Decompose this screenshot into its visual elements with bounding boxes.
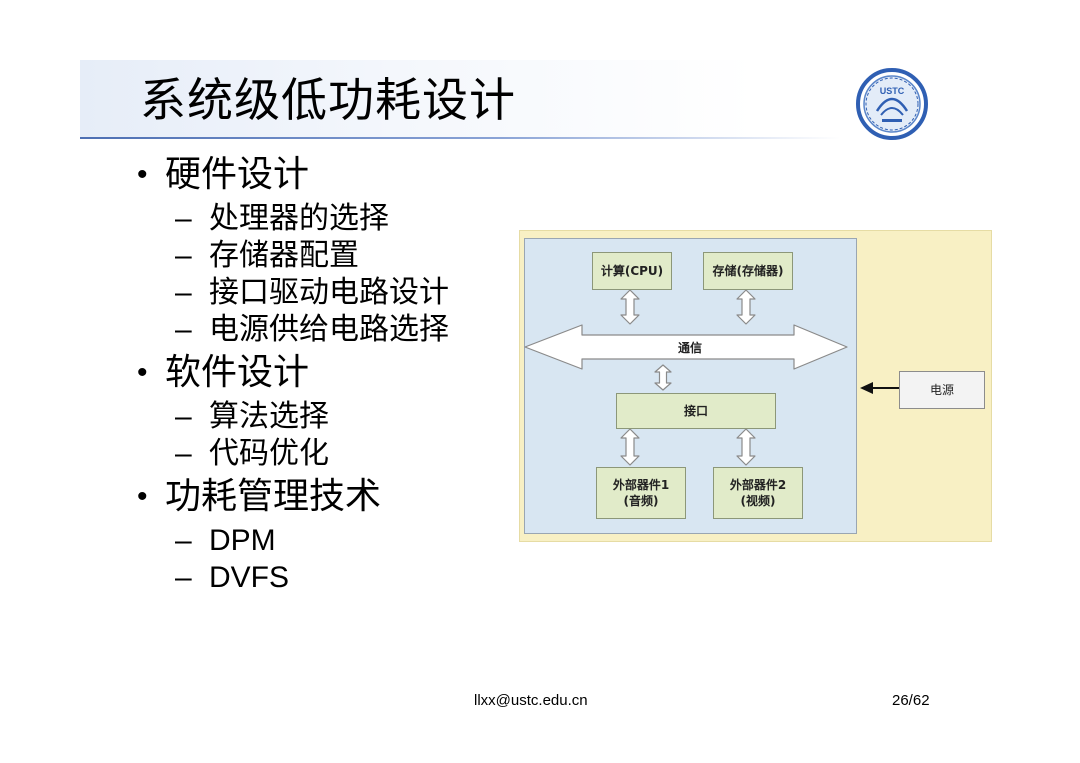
device1-box: 外部器件1 (音频) — [596, 467, 686, 519]
comm-label: 通信 — [677, 341, 702, 355]
comm-interface-arrow — [654, 364, 672, 391]
page-number: 26/62 — [892, 692, 930, 709]
system-diagram: 计算(CPU) 存储(存储器) 通信 接口 外部器件1 (音频) 外部器件2 (… — [519, 230, 992, 542]
footer-email: llxx@ustc.edu.cn — [474, 692, 588, 709]
communication-bus-arrow — [524, 324, 848, 370]
list-item: –存储器配置 — [175, 238, 359, 273]
list-item: –代码优化 — [175, 436, 329, 471]
title-band — [80, 60, 980, 138]
logo-text: USTC — [880, 86, 905, 96]
list-item: –算法选择 — [175, 399, 329, 434]
list-item: –处理器的选择 — [175, 201, 389, 236]
interface-box: 接口 — [616, 393, 776, 429]
cpu-comm-arrow — [620, 289, 640, 325]
power-arrow — [860, 382, 899, 394]
device2-box: 外部器件2 (视频) — [713, 467, 803, 519]
cpu-box: 计算(CPU) — [592, 252, 672, 290]
diagram-arrows — [524, 289, 899, 466]
title-underline — [80, 137, 840, 139]
storage-box: 存储(存储器) — [703, 252, 793, 290]
list-item: –DVFS — [175, 561, 290, 594]
interface-device1-arrow — [620, 428, 640, 466]
list-item: –DPM — [175, 524, 276, 557]
section-heading: •功耗管理技术 — [137, 476, 382, 517]
section-heading: •软件设计 — [137, 352, 310, 393]
list-item: –电源供给电路选择 — [175, 312, 449, 347]
slide-outline: •硬件设计 –处理器的选择 –存储器配置 –接口驱动电路设计 –电源供给电路选择… — [135, 150, 449, 596]
storage-comm-arrow — [736, 289, 756, 325]
power-box: 电源 — [899, 371, 985, 409]
section-heading: •硬件设计 — [137, 154, 310, 195]
interface-device2-arrow — [736, 428, 756, 466]
slide-title: 系统级低功耗设计 — [140, 73, 516, 127]
list-item: –接口驱动电路设计 — [175, 275, 449, 310]
ustc-logo-icon: USTC — [856, 68, 928, 140]
